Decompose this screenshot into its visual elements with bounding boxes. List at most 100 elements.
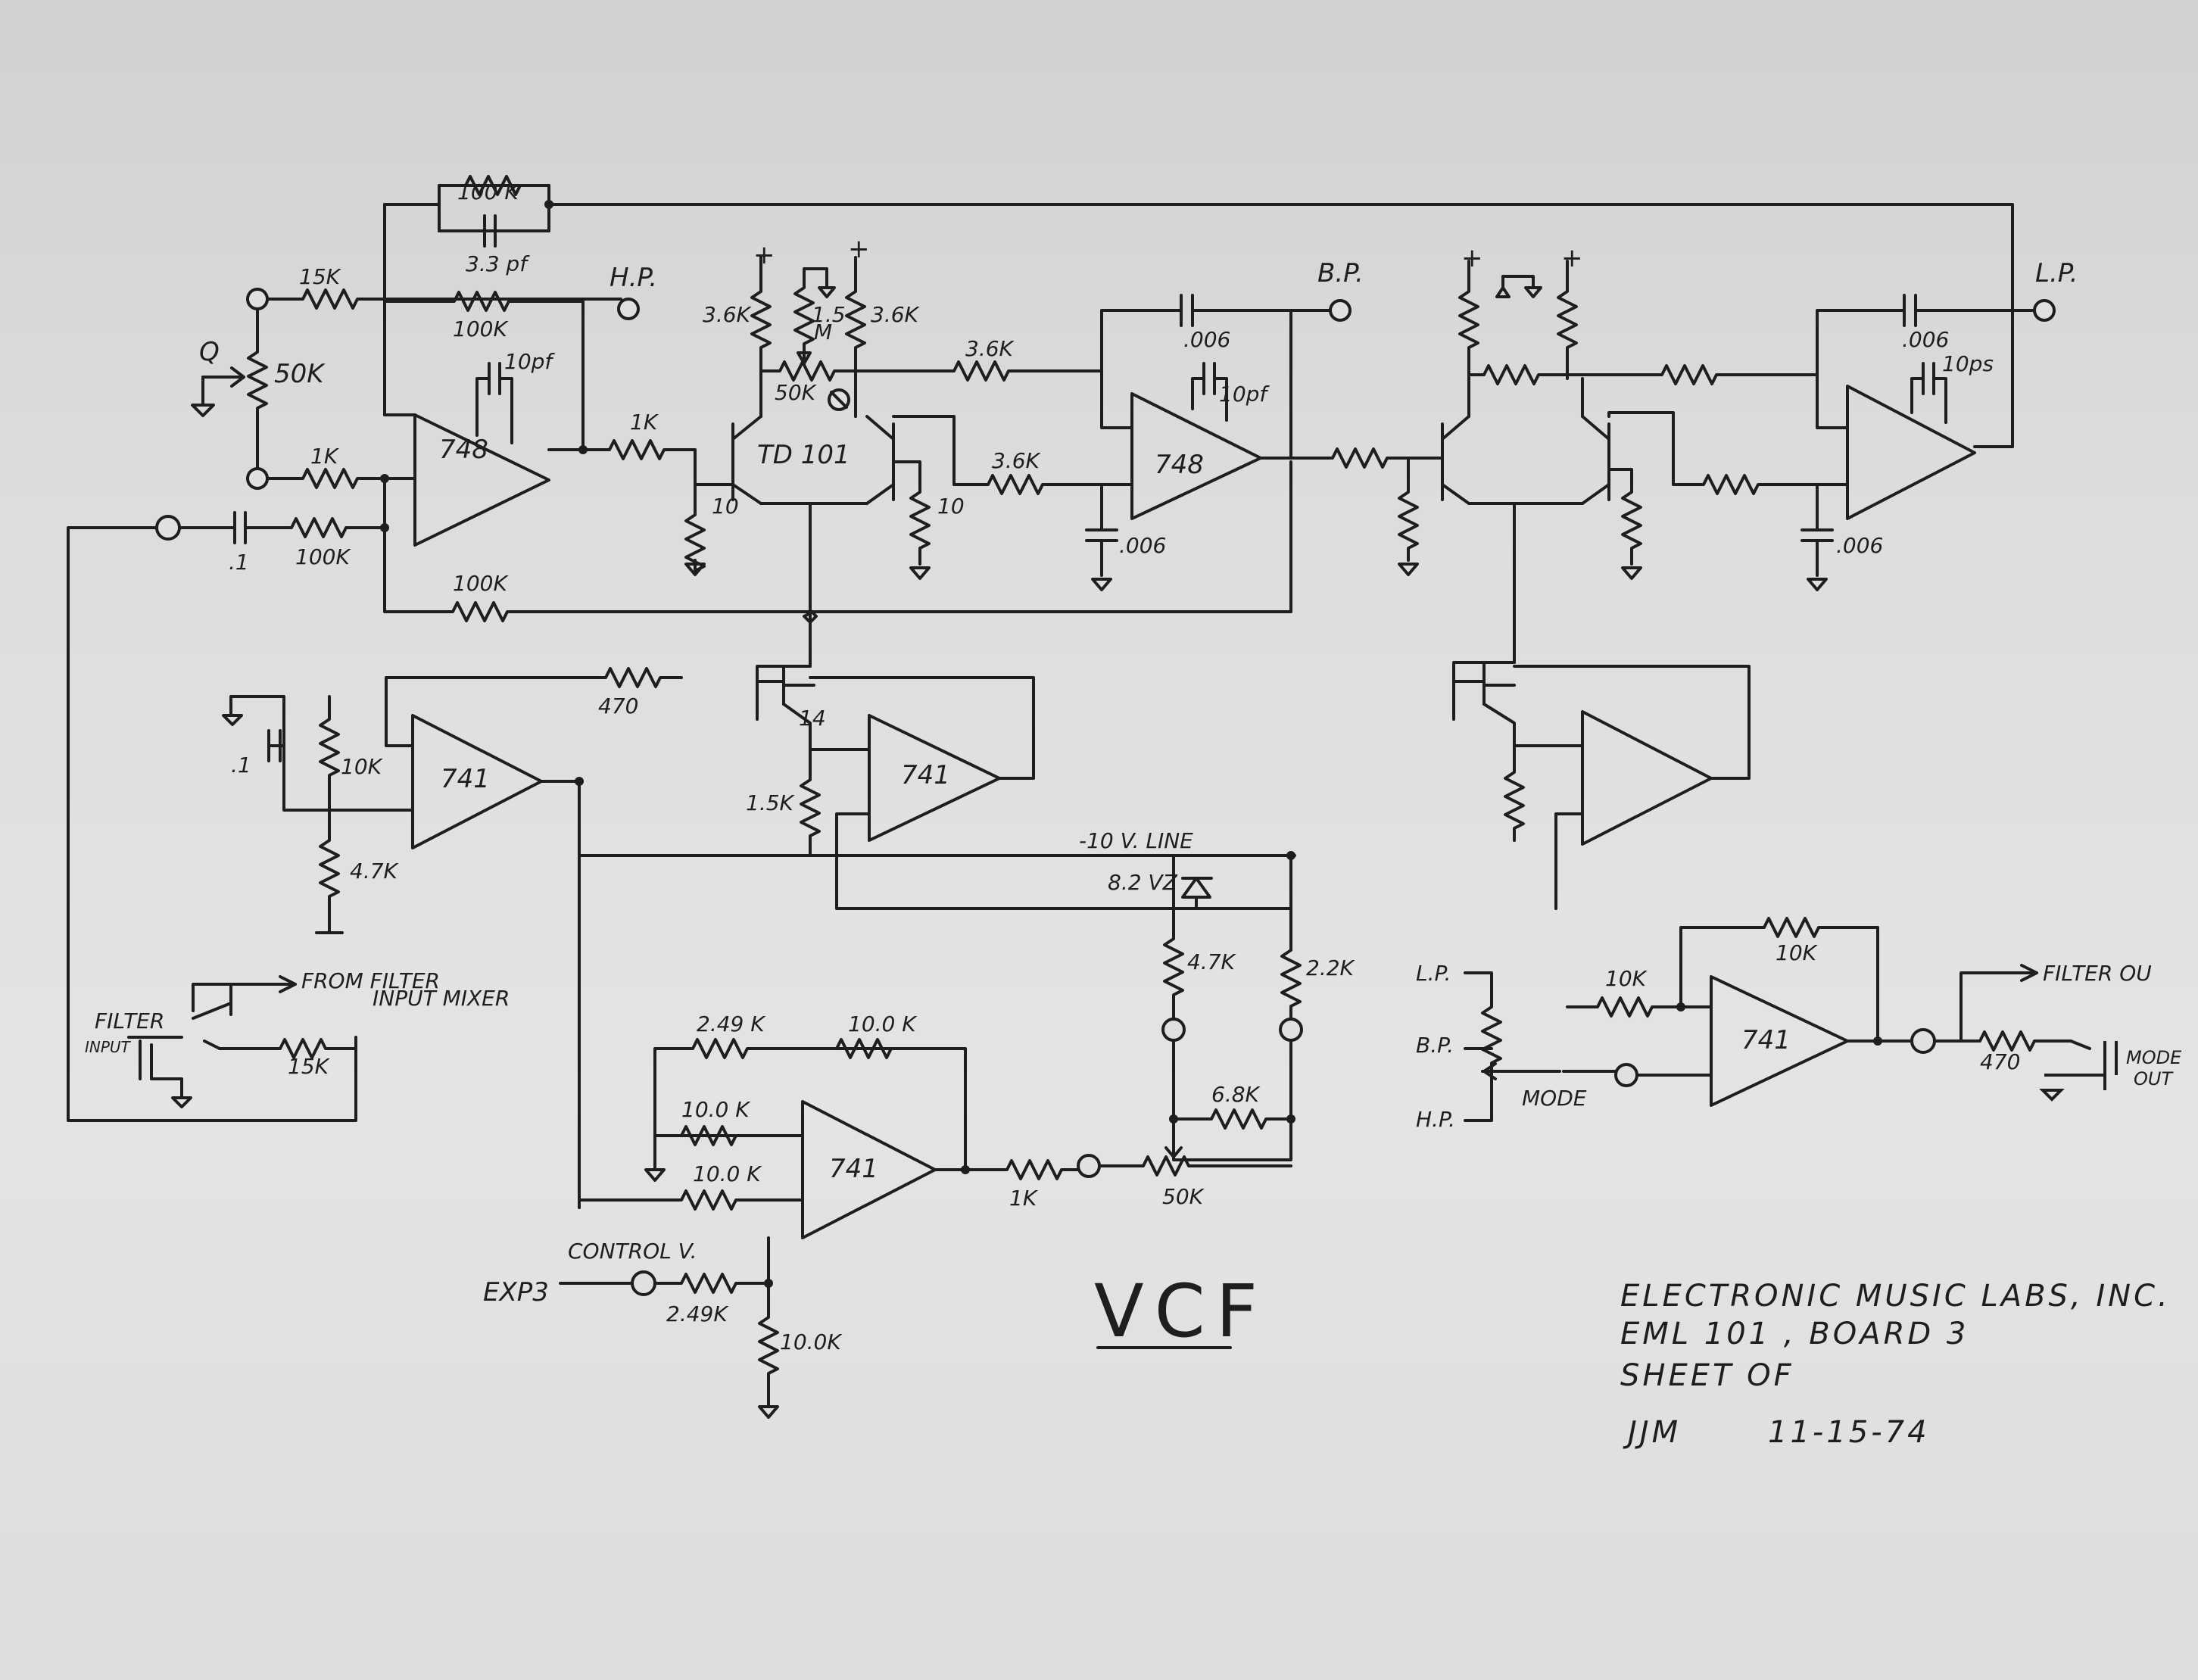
- r100k-top-label: 100 K: [457, 179, 520, 204]
- c006-c-label: .006: [1902, 327, 1949, 352]
- component-labels: Q 50K 15K 100K 100 K 3.3 pf 10pf H.P. 1K…: [85, 179, 2182, 1354]
- opamp-741-out: [1710, 975, 1849, 1107]
- resistor-15k-in: [266, 288, 622, 310]
- transistor-q2: [865, 415, 931, 580]
- transistor-q6: [1452, 661, 1516, 721]
- q-pot-wiper: [201, 366, 245, 388]
- r100k-in-label: 100K: [295, 544, 351, 569]
- transistor-q1: [694, 422, 734, 501]
- r36k-b-label: 3.6K: [871, 302, 921, 327]
- r47k-z-label: 4.7K: [1187, 949, 1237, 974]
- title-block-line2: EML 101 , BOARD 3: [1620, 1317, 1969, 1351]
- title-block-author: JJM: [1623, 1415, 1681, 1450]
- filter-input-jack: [67, 526, 357, 1122]
- r100k-b-label: 10.0 K: [681, 1097, 751, 1122]
- cv-test-point: [1077, 1154, 1101, 1178]
- r36k-c-label: 3.6K: [965, 336, 1015, 361]
- title-block-line1: ELECTRONIC MUSIC LABS, INC.: [1620, 1279, 2171, 1314]
- resistor-470: [578, 667, 683, 688]
- mode-terminal: [1614, 1063, 1638, 1087]
- r15m-a-label: 1.5: [812, 302, 846, 327]
- capacitor-006-c: [1816, 294, 2034, 429]
- capacitor-10pf-b: [1191, 362, 1228, 422]
- r100k-c-label: 10.0 K: [693, 1161, 762, 1186]
- resistor-470-out: [1959, 1030, 2091, 1052]
- pair2-label: 14: [799, 706, 826, 731]
- q-pot: [247, 307, 268, 470]
- hp-label: H.P.: [610, 263, 657, 293]
- resistor-10-0k-b: [653, 1125, 759, 1146]
- output-stage: [1464, 917, 2118, 1122]
- resistor-3-6k-b: [845, 256, 866, 418]
- opamp-748-b: [1130, 392, 1262, 520]
- minus-10v-label: -10 V. LINE: [1079, 828, 1193, 853]
- control-v-terminal: [631, 1270, 656, 1296]
- c10pf-b-label: 10pf: [1219, 382, 1270, 407]
- freq-pot-50k: [1089, 1155, 1292, 1177]
- opamp-741-center: [868, 714, 1001, 842]
- mode-out-label-1: MODE: [2126, 1047, 2182, 1068]
- r1k-q-label: 1K: [310, 444, 340, 469]
- sel-lp-label: L.P.: [1416, 961, 1451, 986]
- r470-out-label: 470: [1980, 1049, 2020, 1074]
- test-point-a: [1161, 1018, 1186, 1042]
- r47k-b-label: 4.7K: [350, 859, 400, 884]
- r249k-a-label: 2.49 K: [697, 1011, 766, 1036]
- control-v-label: CONTROL V.: [568, 1239, 697, 1264]
- test-point-b: [1279, 1018, 1303, 1042]
- resistor-1k-cv: [934, 1159, 1080, 1180]
- title-block: ELECTRONIC MUSIC LABS, INC. EML 101 , BO…: [1620, 1279, 2171, 1450]
- mode-out-jack: [2039, 1041, 2118, 1102]
- opamp-748-c: [1846, 385, 1976, 520]
- lp-output-terminal: [2033, 299, 2056, 322]
- resistor-1-5k: [782, 703, 871, 857]
- r1k-cv-label: 1K: [1009, 1186, 1039, 1211]
- resistor-4-7k-ref: [315, 809, 344, 934]
- r1k-748-label: 1K: [630, 410, 659, 435]
- bp-stage: [1085, 294, 1410, 591]
- sel-hp-label: H.P.: [1416, 1107, 1455, 1132]
- zener-label: 8.2 VZ: [1108, 870, 1178, 895]
- opamp-741-out-label: 741: [1741, 1025, 1791, 1055]
- exp3-label: EXP3: [483, 1277, 549, 1308]
- opamp-741-cv-label: 741: [829, 1154, 878, 1184]
- hp-output-terminal: [617, 298, 640, 320]
- resistor-10k-mode: [1566, 917, 1879, 1043]
- balance-pot-label: 50K: [775, 380, 818, 405]
- c006-b-label: .006: [1119, 533, 1166, 558]
- c10pf-c-label: 10ps: [1942, 351, 1994, 376]
- freq-pot-label: 50K: [1162, 1184, 1205, 1209]
- resistor-2-49k-b: [559, 1236, 770, 1294]
- resistor-2-2k: [1280, 907, 1302, 1020]
- resistor-10k-ref: [319, 695, 340, 812]
- plus-label-2: +: [848, 234, 870, 264]
- r10k-b-label: 10K: [341, 754, 384, 779]
- opamp-741-cv: [801, 1100, 937, 1239]
- q-pot-value: 50K: [274, 359, 326, 389]
- r15k-in2-label: 15K: [288, 1054, 331, 1079]
- r36k-a-label: 3.6K: [703, 302, 753, 327]
- from-filter-arrow: [192, 975, 297, 1016]
- resistor-6-8k: [1172, 1108, 1292, 1130]
- capacitor-006-d: [1800, 483, 1834, 591]
- r470-label: 470: [598, 694, 638, 718]
- q-pot-terminal-bottom: [246, 467, 269, 490]
- resistor-q6: [1482, 703, 1584, 842]
- r100k-fb-label: 100K: [453, 316, 509, 341]
- title-block-line3: SHEET OF: [1620, 1358, 1794, 1393]
- opamp-748-b-label: 748: [1155, 450, 1204, 480]
- resistor-q3: [1398, 457, 1419, 576]
- tail-line: [803, 502, 818, 668]
- zener-diode: [1181, 877, 1213, 910]
- capacitor-10pf-c: [1910, 362, 1947, 424]
- ground-icon: [191, 376, 215, 417]
- r100k-d-label: 10.0K: [780, 1329, 843, 1354]
- capacitor-006-a: [1100, 294, 1334, 372]
- opamp-741-ref-label: 741: [441, 764, 490, 794]
- transistor-q5: [756, 665, 815, 721]
- filter-label: FILTER: [95, 1008, 164, 1033]
- td101-pair: [684, 256, 1103, 668]
- resistor-10-0k-c: [578, 1189, 804, 1211]
